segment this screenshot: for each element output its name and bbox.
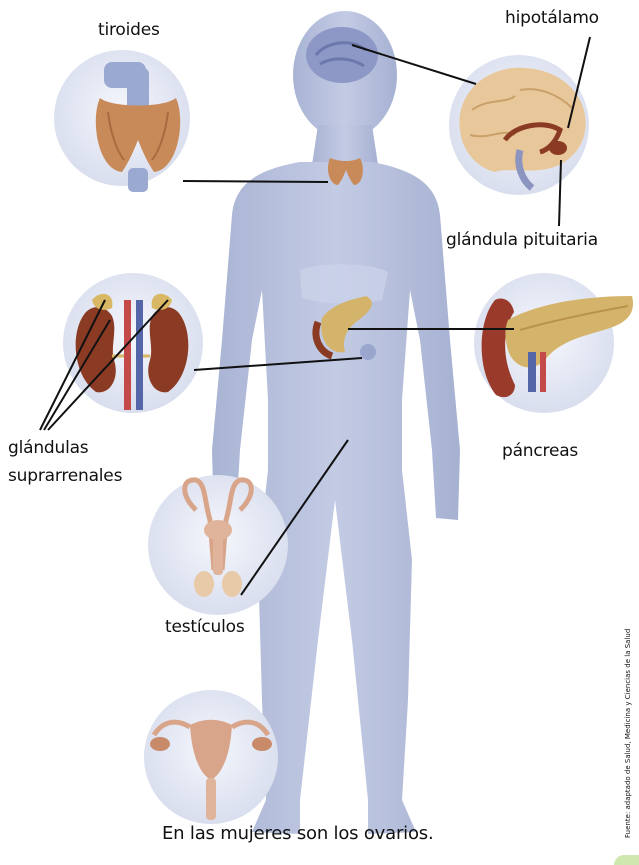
- male-reproductive-circle: [148, 475, 288, 615]
- label-suprarrenales: suprarrenales: [8, 466, 122, 486]
- image-credit: Fuente: adaptado de Salud, Medicina y Ci…: [624, 629, 632, 838]
- caption-ovarios: En las mujeres son los ovarios.: [162, 823, 433, 844]
- female-reproductive-circle: [144, 690, 278, 824]
- label-testiculos: testículos: [165, 617, 244, 637]
- label-hipotalamo: hipotálamo: [505, 8, 599, 28]
- pancreas-circle: [474, 273, 633, 413]
- leader-line-tiroides: [183, 181, 328, 182]
- label-glandulas: glándulas: [8, 438, 88, 458]
- label-pancreas: páncreas: [502, 441, 578, 461]
- corner-decoration: [614, 855, 639, 865]
- label-tiroides: tiroides: [98, 20, 160, 40]
- thyroid-circle: [54, 50, 190, 192]
- label-glandula-pituitaria: glándula pituitaria: [446, 230, 598, 250]
- brain-on-body: [306, 27, 378, 83]
